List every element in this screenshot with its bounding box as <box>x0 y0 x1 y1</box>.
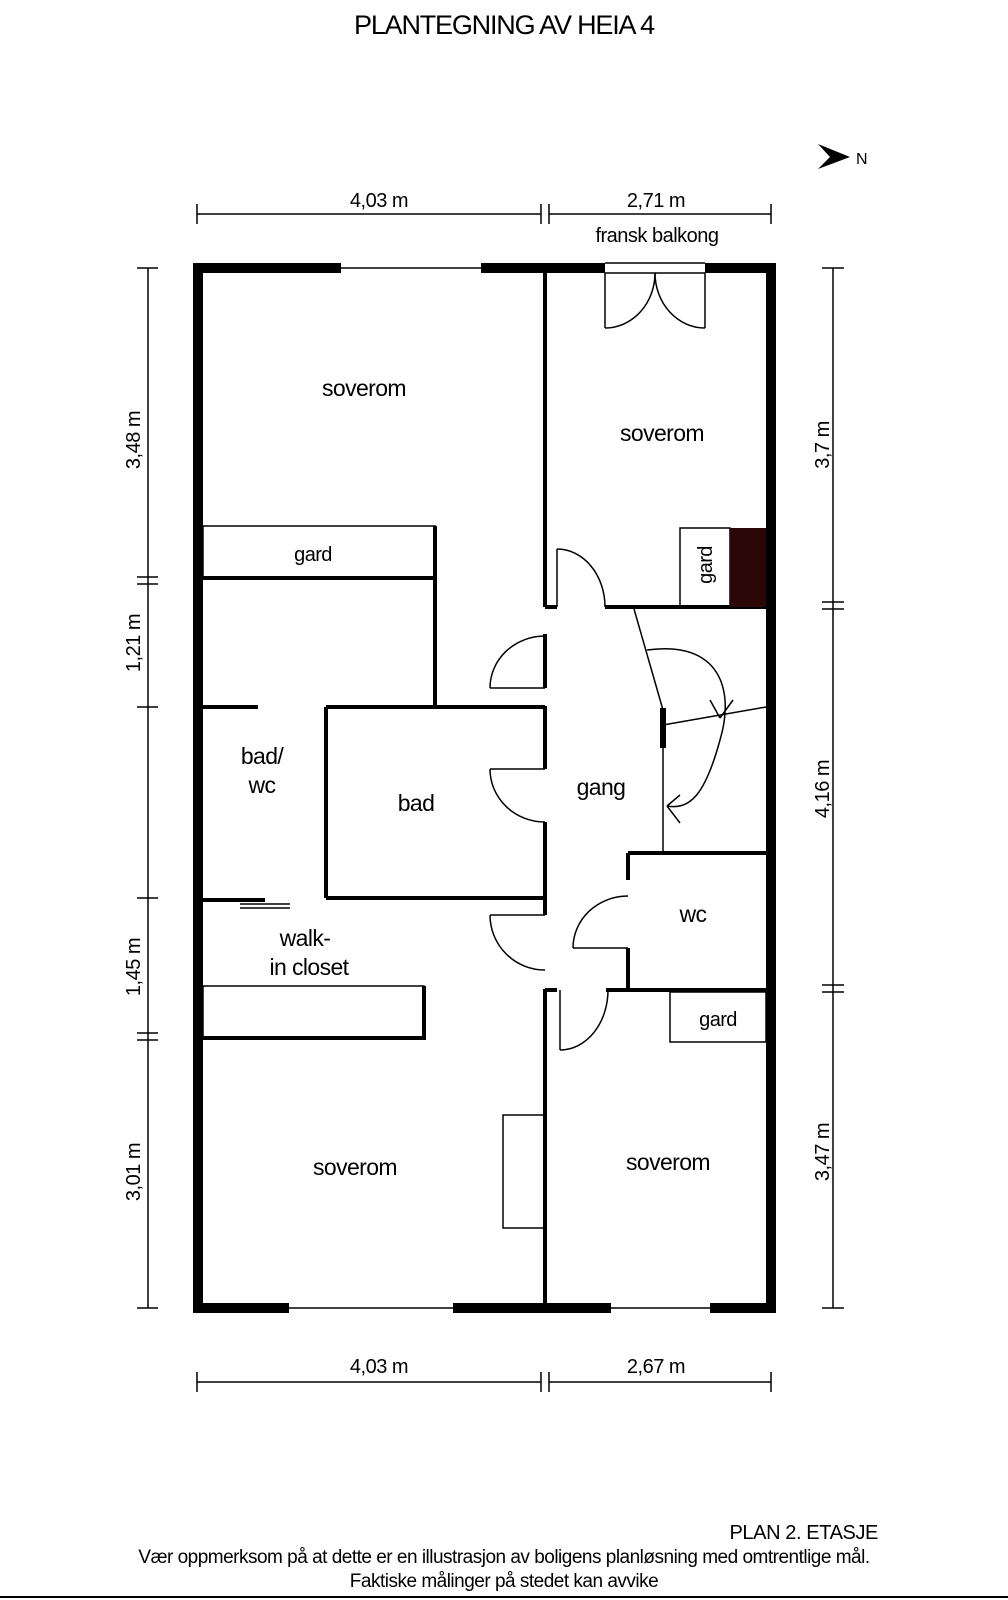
door-swings <box>489 548 629 1051</box>
room-wc: wc <box>679 901 707 927</box>
room-labels: soverom soverom gard gard bad/ wc bad ga… <box>241 375 738 1180</box>
room-hallway: gang <box>577 774 626 800</box>
windows <box>289 267 710 1309</box>
room-bedroom-nw: soverom <box>322 375 406 401</box>
room-wardrobe-ne: gard <box>695 546 717 584</box>
disclaimer-line-2: Faktiske målinger på stedet kan avvike <box>349 1571 659 1592</box>
north-label: N <box>856 151 868 168</box>
room-wardrobe-se: gard <box>699 1009 737 1031</box>
dim-bottom-right: 2,67 m <box>627 1356 685 1378</box>
dim-right-3: 3,47 m <box>812 1123 834 1181</box>
thin-partitions <box>202 525 767 1229</box>
north-arrow-icon: N <box>818 144 868 169</box>
room-bedroom-se: soverom <box>626 1149 710 1175</box>
balcony-label: fransk balkong <box>595 225 718 247</box>
dim-left-2: 1,21 m <box>123 614 145 672</box>
room-walkin-1: walk- <box>279 925 331 951</box>
dim-left-1: 3,48 m <box>123 411 145 469</box>
plan-title: PLANTEGNING AV HEIA 4 <box>354 10 655 40</box>
dimension-lines <box>137 204 844 1392</box>
room-bathroom-wc-2: wc <box>248 772 276 798</box>
dim-top-left: 4,03 m <box>350 190 408 212</box>
dim-bottom-left: 4,03 m <box>350 1356 408 1378</box>
room-bedroom-sw: soverom <box>313 1154 397 1180</box>
dim-right-2: 4,16 m <box>812 760 834 818</box>
room-wardrobe-w: gard <box>294 544 332 566</box>
bottom-divider <box>0 1596 1008 1598</box>
room-bathroom: bad <box>398 790 435 816</box>
exterior-walls <box>193 263 776 1313</box>
stair-arrow-icon <box>646 648 734 824</box>
stair-post <box>660 708 666 748</box>
dim-top-right: 2,71 m <box>627 190 685 212</box>
chimney <box>730 528 766 607</box>
room-walkin-2: in closet <box>270 954 350 980</box>
dim-right-1: 3,7 m <box>812 421 834 469</box>
disclaimer-line-1: Vær oppmerksom på at dette er en illustr… <box>138 1547 870 1568</box>
dim-left-3: 1,45 m <box>123 938 145 996</box>
room-bathroom-wc-1: bad/ <box>241 743 285 769</box>
dim-left-4: 3,01 m <box>123 1143 145 1201</box>
balcony-door-icon <box>604 262 706 329</box>
room-bedroom-ne: soverom <box>620 420 704 446</box>
plan-level-label: PLAN 2. ETASJE <box>729 1522 878 1544</box>
